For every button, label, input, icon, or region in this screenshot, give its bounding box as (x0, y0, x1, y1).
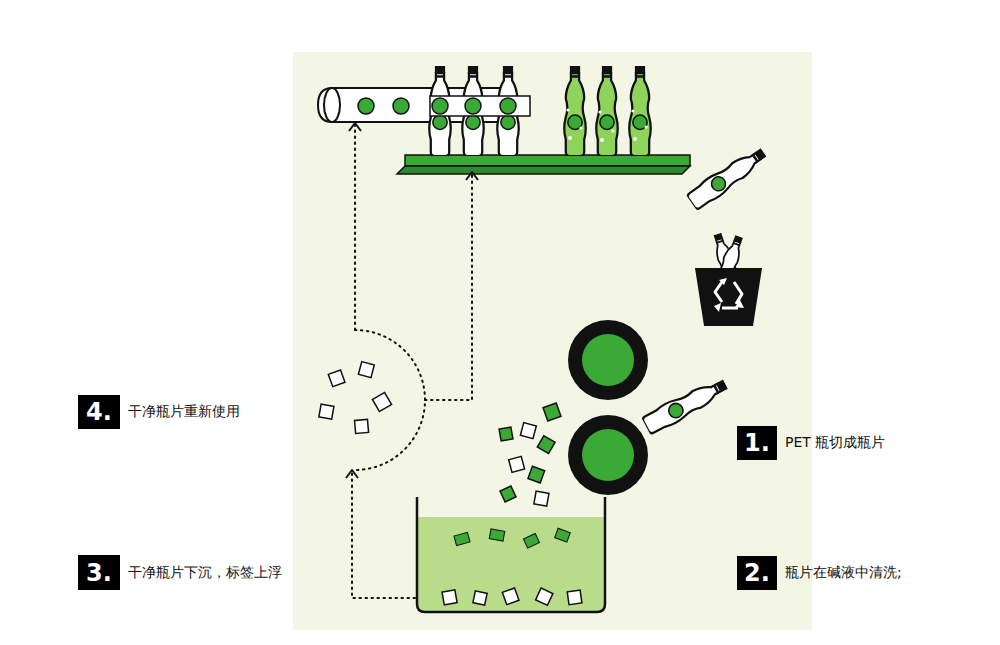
step-number-box: 2.瓶片在碱液中清洗; (737, 556, 777, 590)
step-description: PET 瓶切成瓶片 (785, 434, 885, 452)
recycle-bin (695, 231, 762, 326)
bottles-on-conveyor (429, 66, 650, 156)
callout-number: 1. (744, 431, 770, 455)
step-number-box: 1.PET 瓶切成瓶片 (737, 426, 777, 460)
step-description: 干净瓶片下沉，标签上浮 (128, 564, 282, 582)
background-panel (293, 52, 812, 630)
clean-flakes (319, 362, 392, 434)
step-description: 瓶片在碱液中清洗; (785, 564, 902, 582)
step-description: 干净瓶片重新使用 (128, 403, 240, 421)
callout-number: 4. (86, 400, 112, 424)
step-number-box: 4.干净瓶片重新使用 (78, 395, 120, 429)
callout-number: 2. (744, 561, 770, 585)
flow-lines (352, 125, 472, 598)
flow-arrowheads (346, 123, 478, 478)
falling-flakes (499, 403, 561, 506)
conveyor (397, 155, 690, 174)
entering-bottle (641, 375, 731, 436)
wash-tank (417, 497, 605, 612)
callout-number: 3. (86, 561, 112, 585)
shredder-rollers (568, 320, 648, 495)
step-number-box: 3.干净瓶片下沉，标签上浮 (78, 555, 120, 590)
discarded-bottle (685, 144, 769, 212)
